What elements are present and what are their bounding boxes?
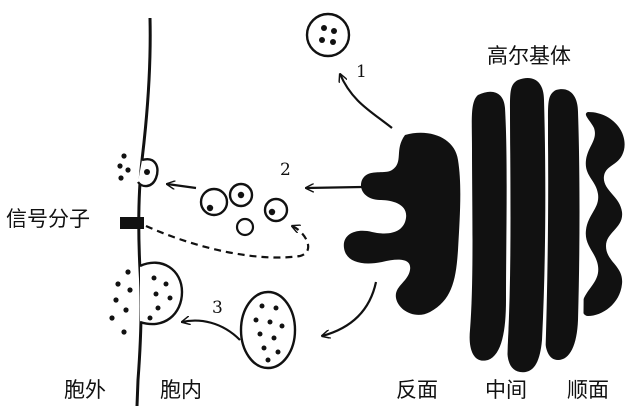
dashed-recycling-path bbox=[146, 226, 308, 258]
cisterna-medial bbox=[507, 78, 545, 372]
arrow-2-to-membrane bbox=[167, 184, 196, 188]
arrow-1 bbox=[340, 74, 392, 128]
vesicle-3 bbox=[241, 292, 295, 368]
outside-cell-label: 胞外 bbox=[64, 380, 106, 401]
cisterna-2 bbox=[470, 92, 507, 361]
fused-vesicle-3 bbox=[140, 263, 182, 324]
vesicle-pathway-1 bbox=[307, 14, 392, 128]
medial-label: 中间 bbox=[485, 380, 527, 401]
cisterna-4 bbox=[545, 89, 580, 360]
membrane-receptor bbox=[120, 217, 144, 229]
cis-cisterna bbox=[582, 112, 625, 316]
arrow-3-from-golgi bbox=[322, 282, 376, 336]
signal-molecule-label: 信号分子 bbox=[6, 209, 90, 230]
vesicle-pathway-3 bbox=[109, 263, 376, 368]
arrow-2 bbox=[306, 187, 362, 188]
arrow-3-to-membrane bbox=[182, 321, 240, 340]
pathway-3-number: 3 bbox=[212, 300, 223, 317]
cis-face-label: 顺面 bbox=[567, 380, 609, 401]
pathway-1-number: 1 bbox=[356, 64, 367, 81]
vesicle-1 bbox=[307, 14, 349, 56]
plasma-membrane bbox=[137, 18, 150, 406]
vesicle-pathway-2 bbox=[117, 153, 362, 257]
pathway-2-number: 2 bbox=[280, 162, 291, 179]
trans-face-label: 反面 bbox=[396, 380, 438, 401]
golgi-label: 高尔基体 bbox=[487, 46, 571, 67]
trans-cisterna bbox=[344, 133, 461, 315]
inside-cell-label: 胞内 bbox=[160, 380, 202, 401]
